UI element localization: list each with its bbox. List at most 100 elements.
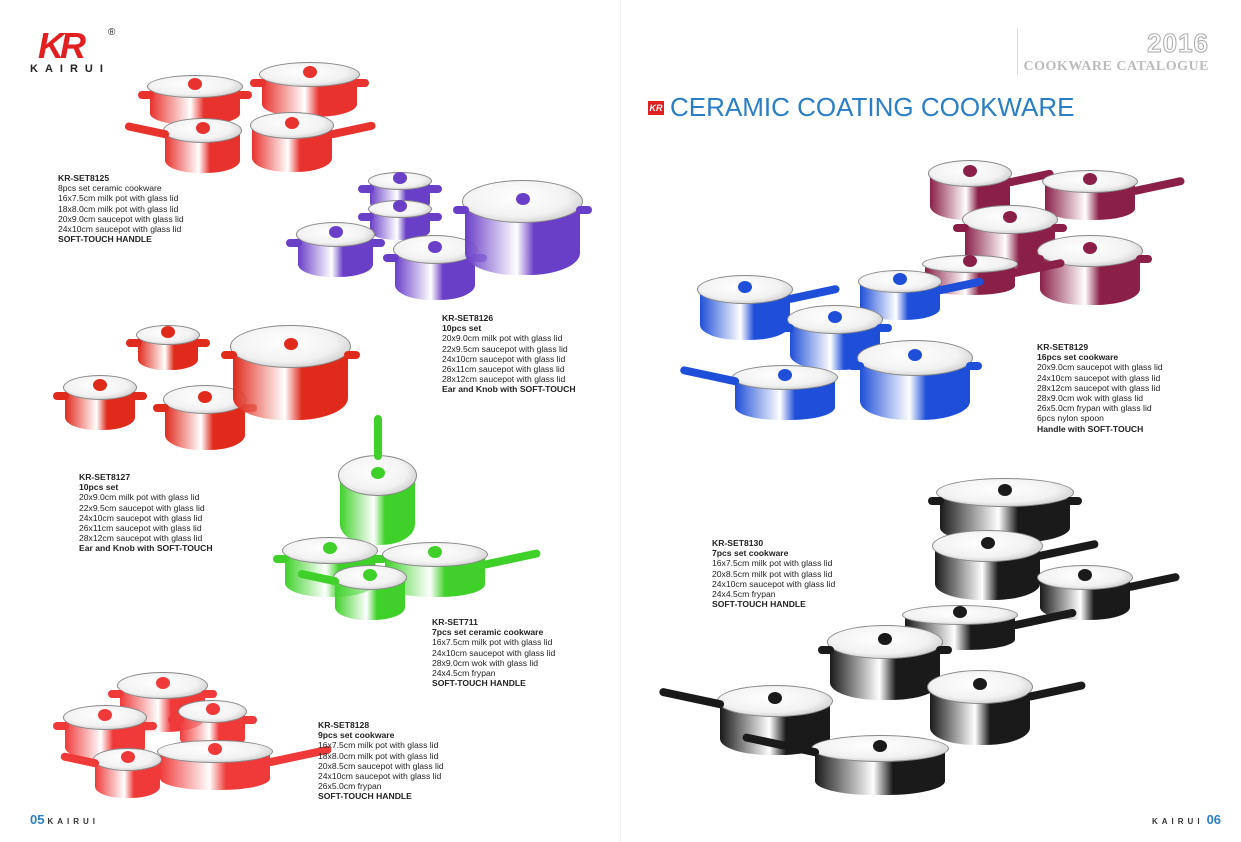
lid-knob: [120, 750, 135, 763]
cookware-piece: [453, 180, 592, 275]
cookware-piece: [697, 275, 841, 340]
cookware-piece: [358, 200, 442, 240]
spec-line: 22x9.5cm saucepot with glass lid: [442, 343, 568, 354]
lid-knob: [370, 466, 385, 479]
product-code: KR-SET8127: [79, 472, 131, 482]
spec-line: 24x10cm saucepot with glass lid: [58, 224, 182, 235]
spec-line: 24x10cm saucepot with glass lid: [79, 512, 203, 523]
footer-left: 05 KAIRUI: [30, 812, 99, 827]
lid-knob: [195, 121, 210, 134]
lid-knob: [963, 255, 977, 267]
handle-note: Handle with SOFT-TOUCH: [1037, 423, 1144, 434]
cookware-piece: [931, 530, 1100, 600]
spec-line: 24x10cm saucepot with glass lid: [442, 353, 566, 364]
cookware-piece: [927, 160, 1055, 220]
lid-knob: [515, 192, 530, 205]
cookware-piece: [124, 118, 243, 173]
spec-line: 28x9.0cm wok with glass lid: [432, 657, 539, 668]
handle-note: SOFT-TOUCH HANDLE: [432, 678, 526, 689]
handle-note: SOFT-TOUCH HANDLE: [318, 791, 412, 802]
lid-knob: [973, 678, 987, 690]
spec-line: 16x7.5cm milk pot with glass lid: [712, 558, 833, 569]
lid-knob: [93, 378, 107, 391]
lid-knob: [828, 310, 842, 323]
product-code: KR-SET8125: [58, 173, 110, 183]
lid-knob: [205, 702, 220, 715]
product-subtitle: 10pcs set: [442, 323, 482, 334]
spec-line: 16x7.5cm milk pot with glass lid: [58, 193, 179, 204]
lid-knob: [393, 200, 407, 212]
lid-knob: [963, 164, 977, 177]
cookware-piece: [818, 625, 952, 700]
lid-knob: [1003, 210, 1017, 223]
glass-lid: [826, 625, 944, 659]
handle-note: SOFT-TOUCH HANDLE: [58, 234, 152, 245]
lid-knob: [302, 65, 317, 78]
spec-line: 28x12cm saucepot with glass lid: [1037, 382, 1161, 393]
spec-line: 16x7.5cm milk pot with glass lid: [318, 740, 439, 751]
cookware-piece: [138, 75, 252, 125]
section-title-text: CERAMIC COATING COOKWARE: [670, 92, 1075, 122]
spec-line: 20x9.0cm saucepot with glass lid: [58, 213, 184, 224]
section-title: KR CERAMIC COATING COOKWARE: [648, 92, 1074, 123]
registered-mark: ®: [108, 27, 116, 38]
cookware-piece: [250, 62, 369, 117]
cookware-piece: [383, 235, 487, 300]
cookware-piece: [297, 565, 408, 620]
product-code: KR-SET8126: [442, 313, 494, 323]
lid-knob: [393, 172, 407, 184]
spec-line: 16x7.5cm milk pot with glass lid: [432, 637, 553, 648]
product-subtitle: 7pcs set ceramic cookware: [432, 627, 544, 638]
catalogue-year: 2016: [1147, 28, 1209, 59]
lid-knob: [155, 676, 170, 689]
lid-knob: [953, 606, 967, 618]
cookware-piece: [679, 365, 838, 420]
handle-note: SOFT-TOUCH HANDLE: [712, 599, 806, 610]
spec-line: 28x12cm saucepot with glass lid: [79, 533, 203, 544]
spec-line: 20x8.5cm milk pot with glass lid: [712, 568, 833, 579]
cookware-piece: [741, 732, 949, 795]
product-code: KR-SET8128: [318, 720, 370, 730]
cookware-piece: [126, 325, 210, 370]
spec-line: 24x4.5cm frypan: [432, 668, 496, 679]
spec-line: 24x4.5cm frypan: [712, 589, 776, 600]
lid-knob: [738, 280, 752, 293]
cookware-piece: [1028, 235, 1152, 305]
lid-knob: [1078, 568, 1092, 581]
spec-line: 20x8.5cm saucepot with glass lid: [318, 760, 444, 771]
lid-knob: [328, 225, 343, 238]
spec-line: 18x8.0cm milk pot with glass lid: [58, 203, 179, 214]
page-number-left: 05: [30, 812, 45, 827]
cookware-piece: [221, 325, 360, 420]
lid-knob: [161, 326, 175, 338]
cookware-piece: [156, 740, 333, 790]
spec-line: 20x9.0cm milk pot with glass lid: [442, 333, 563, 344]
spec-line: 28x9.0cm wok with glass lid: [1037, 393, 1144, 404]
cookware-piece: [848, 340, 982, 420]
cookware-piece: [857, 270, 985, 320]
cookware-piece: [53, 375, 147, 430]
spec-line: 26x11cm saucepot with glass lid: [442, 364, 565, 375]
spec-line: 22x9.5cm saucepot with glass lid: [79, 502, 205, 513]
glass-lid: [162, 118, 243, 143]
product-subtitle: 10pcs set: [79, 482, 119, 493]
logo-name: KAIRUI: [30, 63, 110, 75]
handle-note: Ear and Knob with SOFT-TOUCH: [79, 543, 213, 554]
cookware-piece: [337, 415, 418, 545]
lid-knob: [778, 368, 792, 381]
lid-knob: [428, 240, 442, 253]
lid-knob: [98, 708, 112, 721]
product-subtitle: 16pcs set cookware: [1037, 352, 1119, 363]
spec-line: 28x12cm saucepot with glass lid: [442, 374, 566, 385]
catalogue-title: COOKWARE CATALOGUE: [1023, 59, 1209, 74]
spec-line: 20x9.0cm milk pot with glass lid: [79, 492, 200, 503]
page-spine: [620, 0, 621, 842]
spec-line: 26x5.0cm frypan with glass lid: [1037, 403, 1152, 414]
lid-knob: [283, 337, 298, 350]
lid-knob: [908, 349, 922, 361]
lid-knob: [323, 541, 337, 554]
spec-line: 26x5.0cm frypan: [318, 781, 382, 792]
lid-knob: [363, 568, 377, 581]
